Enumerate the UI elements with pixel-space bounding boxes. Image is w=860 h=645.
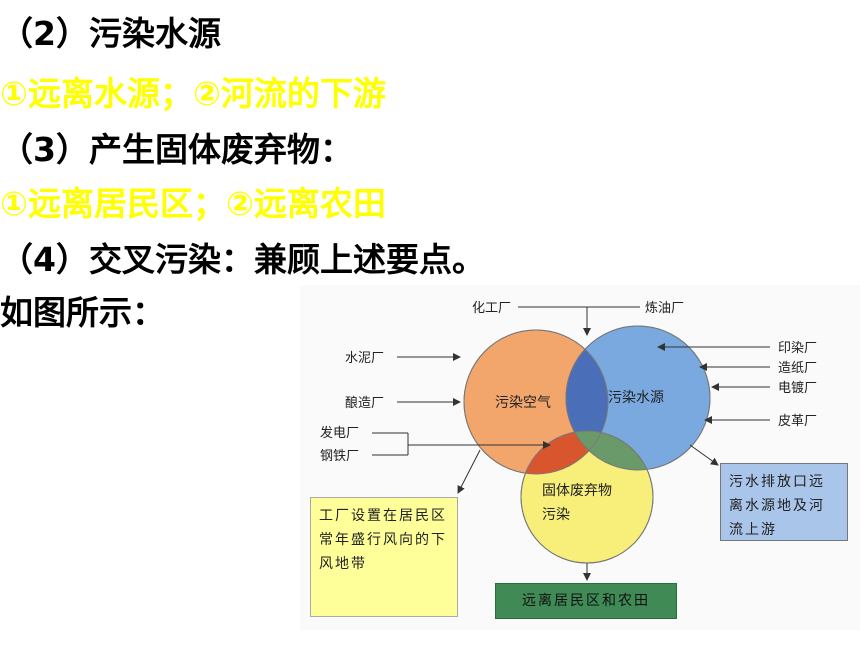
source-dye-plant: 印染厂 xyxy=(778,341,817,356)
source-brewery: 酿造厂 xyxy=(345,395,384,411)
source-power-plant: 发电厂 xyxy=(320,425,359,441)
venn-diagram: 污染空气 污染水源 固体废弃物 污染 化工厂 炼油厂 水泥厂 酿造厂 发电厂 钢… xyxy=(300,285,860,630)
solid-circle-label-1: 固体废弃物 xyxy=(542,483,612,499)
air-solid-overlap xyxy=(521,431,608,474)
venn-svg: 污染空气 污染水源 固体废弃物 污染 化工厂 炼油厂 水泥厂 酿造厂 发电厂 钢… xyxy=(320,301,817,581)
source-tannery: 皮革厂 xyxy=(778,414,817,429)
source-paper-mill: 造纸厂 xyxy=(778,361,817,376)
source-chemical-plant: 化工厂 xyxy=(472,301,511,316)
solid-waste-rule: ①远离居民区；②远离农田 xyxy=(0,184,386,223)
source-steel-plant: 钢铁厂 xyxy=(320,449,359,464)
solid-guideline-box: 远离居民区和农田 xyxy=(495,583,677,619)
water-guideline-box: 污水排放口远离水源地及河流上游 xyxy=(720,463,848,541)
heading-water-pollution: （2）污染水源 xyxy=(0,14,221,53)
heading-cross-pollution: （4）交叉污染：兼顾上述要点。 xyxy=(0,240,485,279)
air-circle-label: 污染空气 xyxy=(495,395,551,411)
source-plating-plant: 电镀厂 xyxy=(778,380,817,396)
water-solid-overlap xyxy=(566,431,653,470)
heading-solid-waste: （3）产生固体废弃物： xyxy=(0,130,353,169)
water-circle-label: 污染水源 xyxy=(608,390,664,406)
air-guideline-box: 工厂设置在居民区常年盛行风向的下风地带 xyxy=(310,497,458,617)
source-refinery: 炼油厂 xyxy=(645,301,684,316)
water-pollution-rule: ①远离水源；②河流的下游 xyxy=(0,74,386,113)
solid-circle-label-2: 污染 xyxy=(542,507,570,523)
figure-intro: 如图所示： xyxy=(0,293,165,332)
source-cement-plant: 水泥厂 xyxy=(345,351,384,366)
